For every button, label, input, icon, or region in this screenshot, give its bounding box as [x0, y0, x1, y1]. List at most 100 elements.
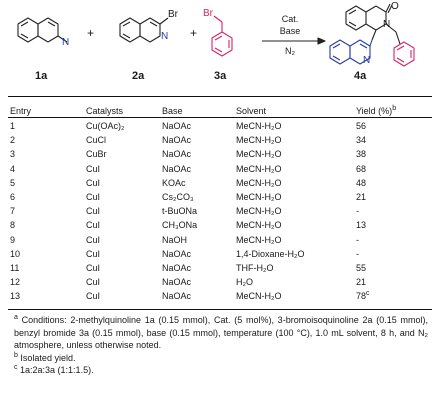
plus-sign-1: + [87, 26, 95, 40]
cell-yield: 34 [356, 133, 432, 147]
cell-yield-text: 21 [356, 277, 367, 288]
cell-entry-text: 1 [10, 121, 16, 132]
cell-entry-text: 4 [10, 163, 16, 174]
cell-entry: 7 [8, 204, 86, 218]
cell-base: NaOH [162, 233, 236, 247]
cell-solvent-text: MeCN-H₂O [236, 192, 282, 203]
cell-base: NaOAc [162, 247, 236, 261]
compound-label-4a: 4a [354, 70, 367, 82]
cell-catalyst: Cu(OAc)₂ [86, 119, 162, 133]
cell-catalyst-text: CuI [86, 220, 101, 231]
structure-4a [345, 3, 401, 45]
atom-label-n-product-quinoline: N [363, 55, 371, 66]
cell-entry-text: 9 [10, 234, 16, 245]
cell-solvent: THF-H₂O [236, 261, 356, 275]
cell-base-text: NaOAc [162, 277, 192, 288]
cell-yield-text: 68 [356, 163, 367, 174]
cell-base: NaOAc [162, 275, 236, 289]
cell-catalyst: CuI [86, 233, 162, 247]
cell-solvent: 1,4-Dioxane-H₂O [236, 247, 356, 261]
cell-base-text: NaOAc [162, 248, 192, 259]
cell-catalyst: CuI [86, 162, 162, 176]
cell-solvent: MeCN-H₂O [236, 233, 356, 247]
cell-solvent: MeCN-H₂O [236, 218, 356, 232]
footnote-c-text: 1a:2a:3a (1:1:1.5). [20, 365, 94, 375]
cell-entry-text: 6 [10, 192, 16, 203]
cell-base-text: t-BuONa [162, 206, 198, 217]
compound-label-3a: 3a [214, 70, 227, 82]
cell-yield: 48 [356, 176, 432, 190]
cell-entry: 10 [8, 247, 86, 261]
cell-catalyst: CuCl [86, 133, 162, 147]
cell-solvent: MeCN-H₂O [236, 190, 356, 204]
cell-catalyst-text: CuI [86, 234, 101, 245]
cell-catalyst-text: CuI [86, 262, 101, 273]
cell-yield-text: - [356, 206, 359, 217]
structure-4a-benzyl [393, 41, 415, 67]
cell-yield: - [356, 233, 432, 247]
cell-entry: 11 [8, 261, 86, 275]
cell-yield-text: 56 [356, 121, 367, 132]
cell-yield: 21 [356, 190, 432, 204]
cell-entry-text: 12 [10, 277, 21, 288]
cell-catalyst-text: CuI [86, 248, 101, 259]
cell-entry-text: 7 [10, 206, 16, 217]
cell-catalyst: CuI [86, 218, 162, 232]
header-yield-sup: b [392, 105, 397, 112]
cell-solvent: MeCN-H₂O [236, 133, 356, 147]
cell-solvent-text: MeCN-H₂O [236, 291, 282, 302]
table-bottom-rule [8, 309, 432, 310]
cell-solvent-text: H₂O [236, 277, 253, 288]
structure-3a [211, 15, 233, 57]
footnote-b: b Isolated yield. [8, 352, 428, 365]
cell-solvent-text: MeCN-H₂O [236, 135, 282, 146]
cell-solvent-text: MeCN-H₂O [236, 163, 282, 174]
footnote-b-mark: b [14, 351, 18, 359]
cell-entry-text: 2 [10, 135, 16, 146]
cell-solvent: H₂O [236, 275, 356, 289]
header-yield: Yield (%)b [356, 103, 432, 119]
cell-base: NaOAc [162, 261, 236, 275]
atom-label-n-1a: N [62, 37, 70, 48]
cell-entry: 5 [8, 176, 86, 190]
cell-solvent-text: MeCN-H₂O [236, 149, 282, 160]
cell-entry: 9 [8, 233, 86, 247]
table-header-rule [8, 117, 432, 118]
cell-base: NaOAc [162, 119, 236, 133]
cell-yield-text: 48 [356, 177, 367, 188]
cell-yield: 13 [356, 218, 432, 232]
cell-solvent-text: MeCN-H₂O [236, 234, 282, 245]
cell-yield-text: - [356, 234, 359, 245]
cell-yield: - [356, 247, 432, 261]
cell-entry-text: 8 [10, 220, 16, 231]
cell-yield: 55 [356, 261, 432, 275]
table-top-rule [8, 96, 432, 97]
cell-base: Cs₂CO₃ [162, 190, 236, 204]
cell-catalyst-text: Cu(OAc)₂ [86, 121, 125, 132]
cell-entry-text: 10 [10, 248, 21, 259]
cell-catalyst: CuI [86, 204, 162, 218]
cell-base: NaOAc [162, 162, 236, 176]
cell-entry: 4 [8, 162, 86, 176]
cell-catalyst: CuI [86, 289, 162, 303]
cell-solvent: MeCN-H₂O [236, 204, 356, 218]
cell-entry-text: 11 [10, 262, 20, 273]
footnote-c-mark: c [14, 364, 18, 371]
cell-base-text: NaOAc [162, 149, 192, 160]
atom-label-br-3a: Br [203, 8, 213, 19]
atom-label-n-2a: N [161, 31, 169, 42]
plus-sign-2: + [190, 26, 198, 40]
cell-catalyst-text: CuI [86, 291, 101, 302]
reaction-scheme-drawing [17, 3, 415, 67]
footnote-b-text: Isolated yield. [20, 352, 76, 363]
cell-yield-text: 21 [356, 192, 367, 203]
cell-catalyst: CuI [86, 261, 162, 275]
